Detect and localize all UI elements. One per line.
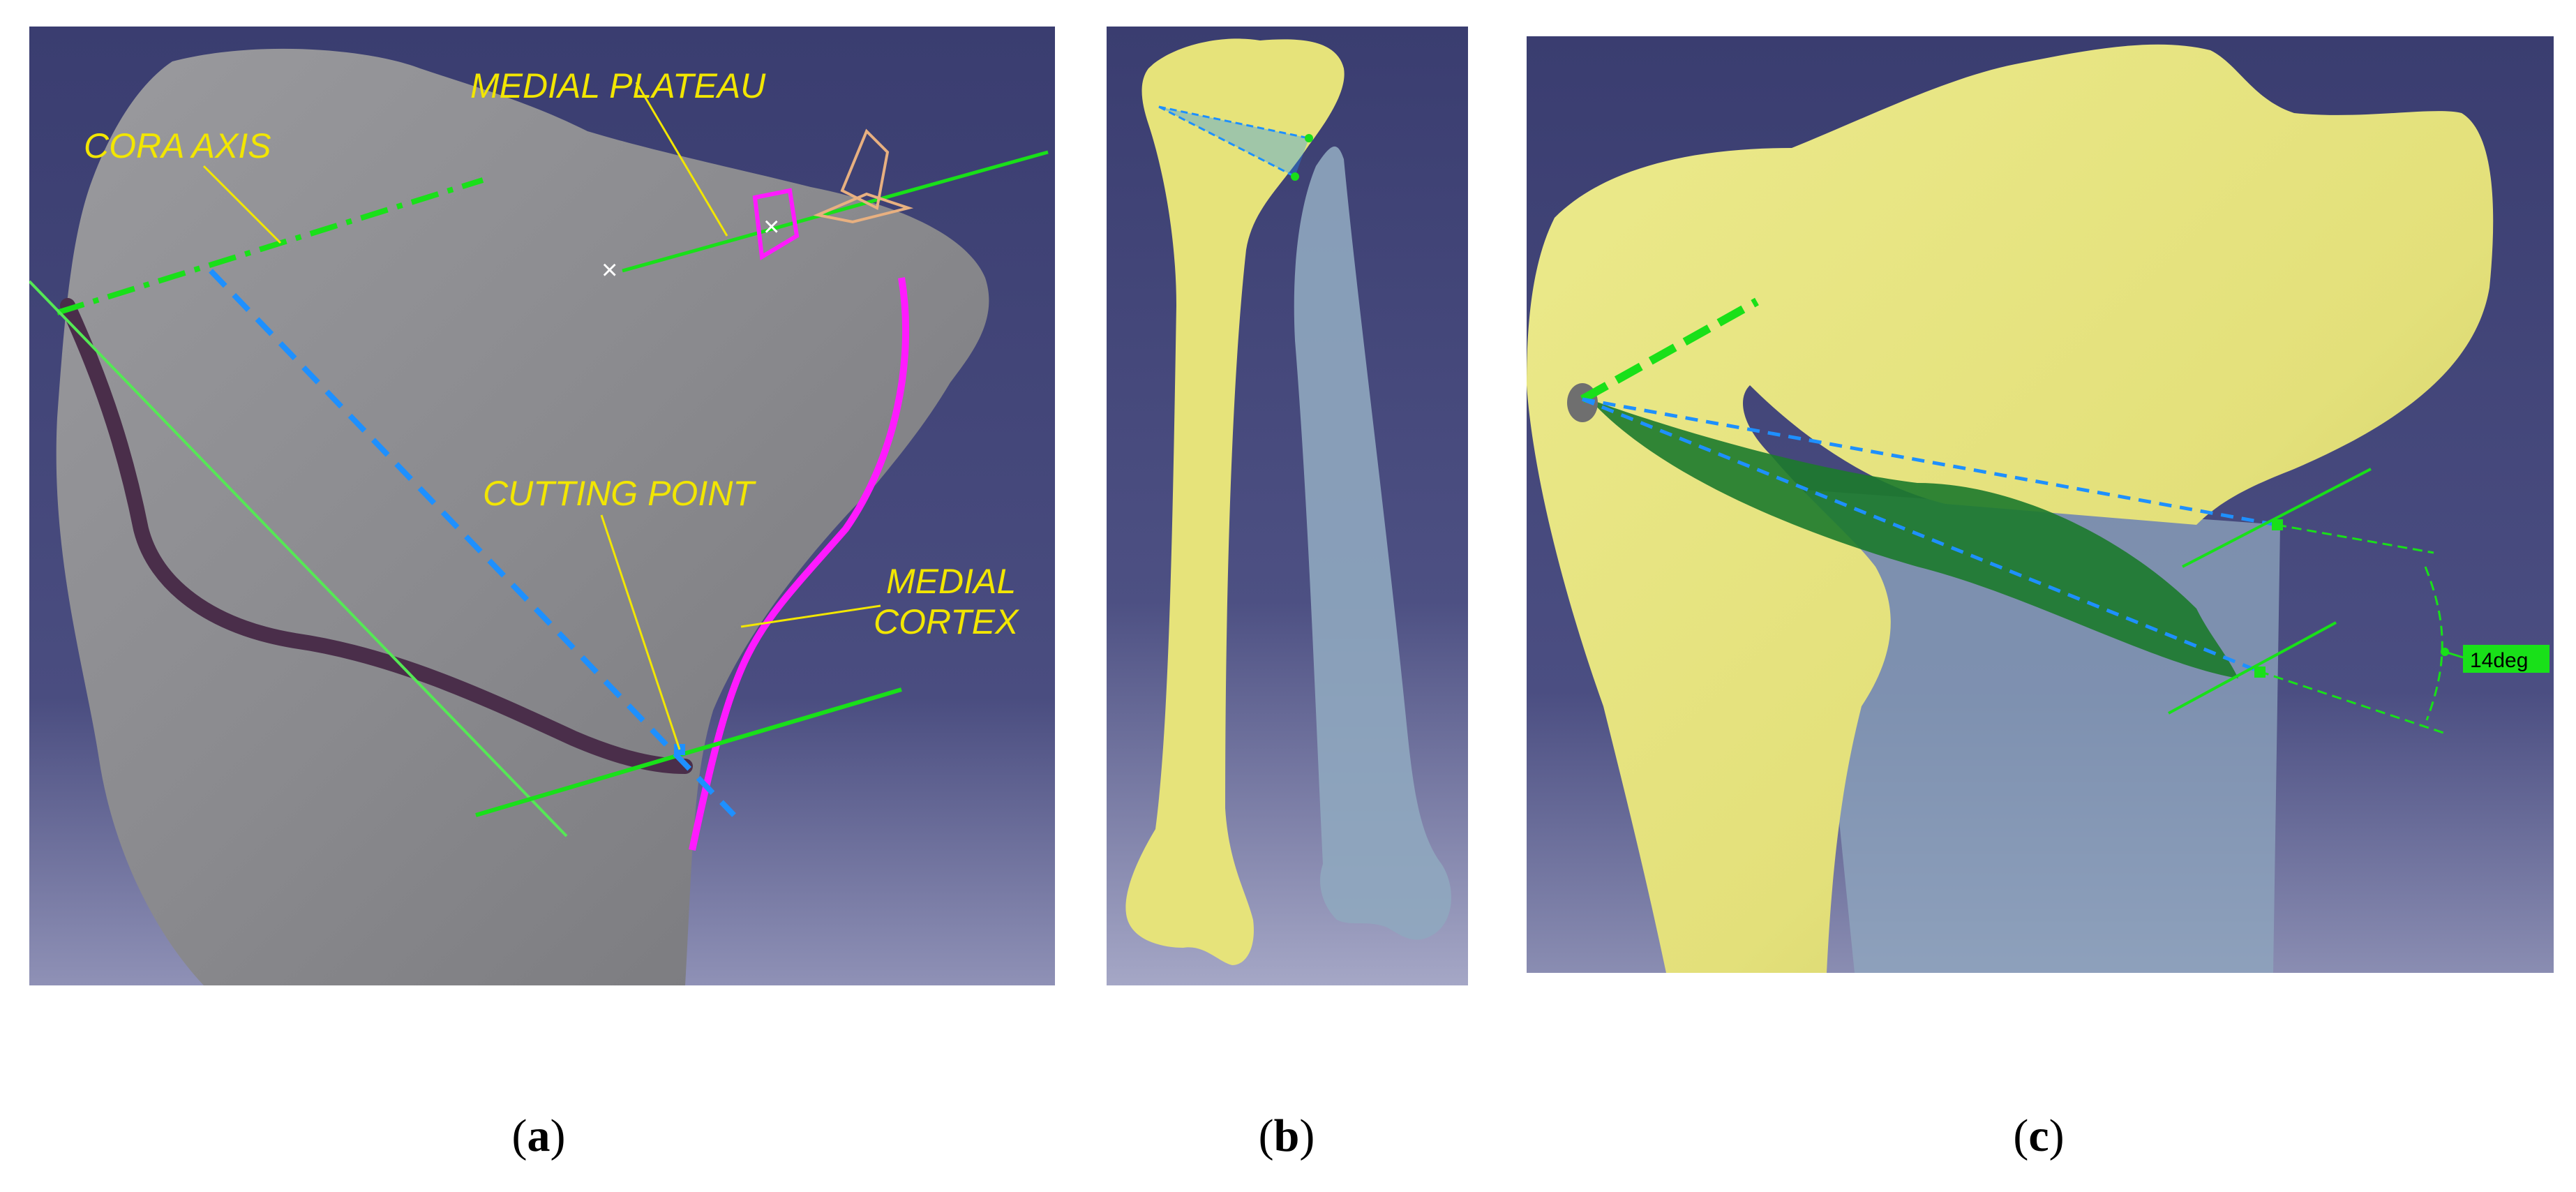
cutting-line	[475, 687, 902, 817]
medial-cortex-line	[689, 277, 910, 851]
caption-b-open: (	[1258, 1110, 1274, 1161]
hinge-axis-green	[1580, 297, 1759, 403]
cora-axis-line	[56, 177, 484, 315]
angle-label-leader	[2444, 650, 2464, 659]
panel-b-canvas	[1107, 27, 1468, 985]
cut-line-b2	[1158, 105, 1296, 178]
medial-plateau-leader	[635, 82, 728, 237]
tangent-line	[29, 280, 568, 837]
panel-a-viewport: × × MEDIAL PLATEAU CORA AXIS CUTTING POI…	[29, 27, 1055, 985]
tibia-yellow	[1125, 38, 1345, 966]
label-cortex: CORTEX	[874, 602, 1019, 641]
medial-cortex-leader	[740, 604, 881, 628]
plateau-axis-line	[622, 150, 1049, 273]
label-medial-plateau: MEDIAL PLATEAU	[470, 66, 766, 105]
label-medial: MEDIAL	[886, 562, 1016, 601]
angle-label: 14deg	[2470, 649, 2528, 672]
hinge-point-b	[1305, 134, 1313, 142]
panel-b-viewport	[1107, 27, 1468, 985]
angle-label-box	[2463, 645, 2549, 673]
x-marker-2: ×	[763, 211, 779, 242]
angle-ext-2	[2259, 670, 2448, 736]
cut-point-b	[1291, 172, 1299, 181]
panel-a-canvas: × × MEDIAL PLATEAU CORA AXIS CUTTING POI…	[29, 27, 1055, 985]
angle-ext-1	[2276, 523, 2434, 554]
panel-c-canvas: 14deg	[1527, 36, 2554, 973]
cora-axis-leader	[202, 165, 282, 244]
caption-c-open: (	[2013, 1110, 2029, 1161]
label-cora-axis: CORA AXIS	[84, 126, 271, 165]
x-marker-1: ×	[601, 255, 617, 285]
caption-a-letter: a	[527, 1110, 551, 1161]
caption-b: (b)	[1217, 1110, 1356, 1163]
caption-b-letter: b	[1273, 1110, 1300, 1161]
upper-cut-green	[2182, 468, 2372, 568]
plateau-frame-marker	[752, 188, 800, 260]
caption-a: (a)	[469, 1110, 608, 1163]
tibia-bone-gray	[56, 48, 989, 985]
plane-outline-marker	[813, 128, 914, 224]
caption-c: (c)	[1969, 1110, 2109, 1163]
caption-a-close: )	[550, 1110, 566, 1161]
osteotomy-axis-blue	[209, 269, 736, 817]
caption-a-open: (	[511, 1110, 527, 1161]
angle-arc	[2424, 566, 2443, 721]
posterior-cortex-outline	[60, 298, 693, 774]
caption-c-letter: c	[2028, 1110, 2049, 1161]
cutting-point-leader	[600, 514, 681, 750]
panel-c-viewport: 14deg	[1527, 36, 2554, 973]
lower-cut-green	[2168, 621, 2337, 715]
lower-cut-blue	[1582, 397, 2260, 673]
osteotomy-wedge-green	[1589, 399, 2238, 678]
upper-cut-blue	[1582, 397, 2277, 527]
tibia-distal-blue	[1294, 146, 1451, 940]
caption-b-close: )	[1299, 1110, 1315, 1161]
osteotomy-wedge-b	[1159, 107, 1309, 177]
cut-line-b1	[1158, 105, 1310, 140]
caption-c-close: )	[2049, 1110, 2065, 1161]
label-cutting-point: CUTTING POINT	[483, 474, 756, 513]
